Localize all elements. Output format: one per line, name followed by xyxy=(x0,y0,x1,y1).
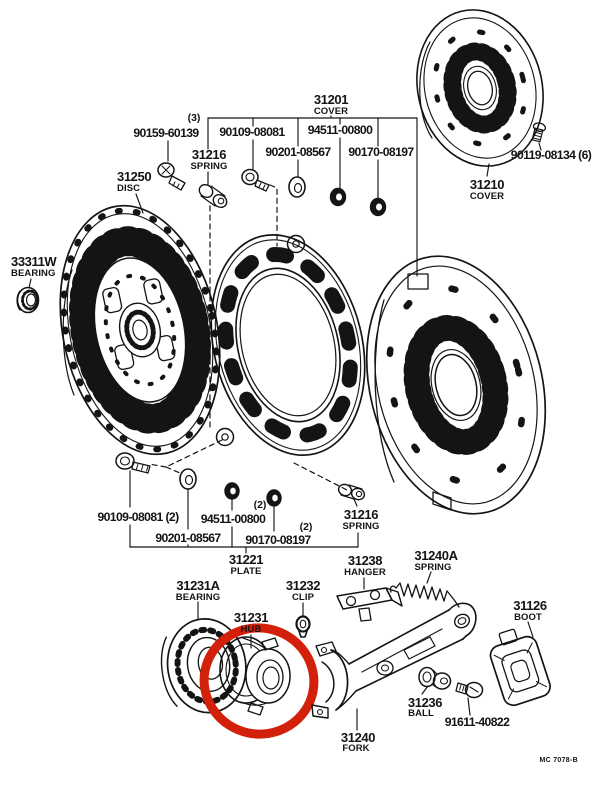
callout-lines xyxy=(28,115,542,731)
label-31221: 31221 xyxy=(229,552,263,567)
ball-pivot-drawing xyxy=(418,666,452,690)
label-31240: 31240 xyxy=(341,730,375,745)
label-31126-name: BOOT xyxy=(514,612,542,623)
label-31201: 31201 xyxy=(314,92,348,107)
clutch-cover-31201-drawing xyxy=(365,255,547,515)
bolt-91611-drawing xyxy=(455,681,484,699)
label-31232: 31232 xyxy=(286,578,320,593)
label-31250: 31250 xyxy=(117,169,151,184)
label-31236-name: BALL xyxy=(408,708,434,719)
label-31231: 31231 xyxy=(234,610,268,625)
nut-90170-mid-drawing xyxy=(266,489,282,507)
clutch-cover-31210-drawing xyxy=(416,9,544,167)
label-qty-3: (3) xyxy=(188,112,201,124)
bolt-90159-drawing xyxy=(157,162,186,191)
pressure-plate-drawing xyxy=(210,234,366,456)
label-31250-name: DISC xyxy=(117,183,140,194)
highlight-circle xyxy=(199,623,319,739)
label-33311w-name: BEARING xyxy=(11,268,56,279)
clip-drawing xyxy=(295,615,311,638)
label-31201-name: COVER xyxy=(314,106,348,117)
label-31126: 31126 xyxy=(513,598,547,613)
label-33311w: 33311W xyxy=(11,254,57,269)
label-31231a: 31231A xyxy=(176,578,220,593)
nut-94511-mid-drawing xyxy=(224,482,240,500)
label-94511-mid: 94511-00800 xyxy=(201,512,266,526)
diagram-code: MC 7078-B xyxy=(540,757,579,764)
washer-90201-mid-drawing xyxy=(179,468,197,490)
boot-drawing xyxy=(489,628,551,707)
label-90201-top: 90201-08567 xyxy=(265,145,331,159)
hub-drawing xyxy=(219,636,291,716)
bearing-33311w-drawing xyxy=(16,286,40,314)
label-31216-mid-name: SPRING xyxy=(342,521,379,532)
label-31210-name: COVER xyxy=(470,191,504,202)
label-91611: 91611-40822 xyxy=(445,715,510,729)
label-31238: 31238 xyxy=(348,553,382,568)
label-90201-mid: 90201-08567 xyxy=(155,531,221,545)
label-31216-top-name: SPRING xyxy=(190,161,227,172)
bolt-90109-mid-drawing xyxy=(115,452,151,474)
spring-31216-top-drawing xyxy=(198,183,228,209)
bolt-90119-drawing xyxy=(531,122,547,143)
label-90119: 90119-08134 (6) xyxy=(511,148,592,162)
label-31216-mid: 31216 xyxy=(344,507,378,522)
washer-90201-top-drawing xyxy=(288,176,306,198)
label-31231-name: HUB xyxy=(241,624,262,635)
label-31238-name: HANGER xyxy=(344,567,386,578)
label-31240a: 31240A xyxy=(414,548,458,563)
nut-90170-top-drawing xyxy=(369,197,387,217)
label-31232-name: CLIP xyxy=(292,592,315,603)
label-31210: 31210 xyxy=(470,177,504,192)
label-90109-mid: 90109-08081 (2) xyxy=(97,510,179,524)
label-qty-2a: (2) xyxy=(254,499,267,511)
label-90170-top: 90170-08197 xyxy=(348,145,414,159)
label-94511-top: 94511-00800 xyxy=(308,123,373,137)
label-90159-60139: 90159-60139 xyxy=(133,126,199,140)
nut-94511-top-drawing xyxy=(329,187,347,207)
label-31216-top: 31216 xyxy=(192,147,226,162)
label-31240-name: FORK xyxy=(342,743,369,754)
label-qty-2b: (2) xyxy=(300,521,313,533)
bolt-90109-top-drawing xyxy=(241,168,270,192)
return-spring-drawing xyxy=(389,582,460,608)
label-31231a-name: BEARING xyxy=(176,592,221,603)
spring-31216-mid-drawing xyxy=(337,483,366,501)
label-31221-name: PLATE xyxy=(231,566,262,577)
hanger-drawing xyxy=(336,587,403,622)
label-90170-mid: 90170-08197 xyxy=(245,533,311,547)
label-90109-top: 90109-08081 xyxy=(219,125,285,139)
part-labels: 31201 COVER (3) 90159-60139 31216 SPRING… xyxy=(11,92,592,764)
release-fork-drawing xyxy=(311,602,477,719)
label-31236: 31236 xyxy=(408,695,442,710)
label-31240a-name: SPRING xyxy=(414,562,451,573)
